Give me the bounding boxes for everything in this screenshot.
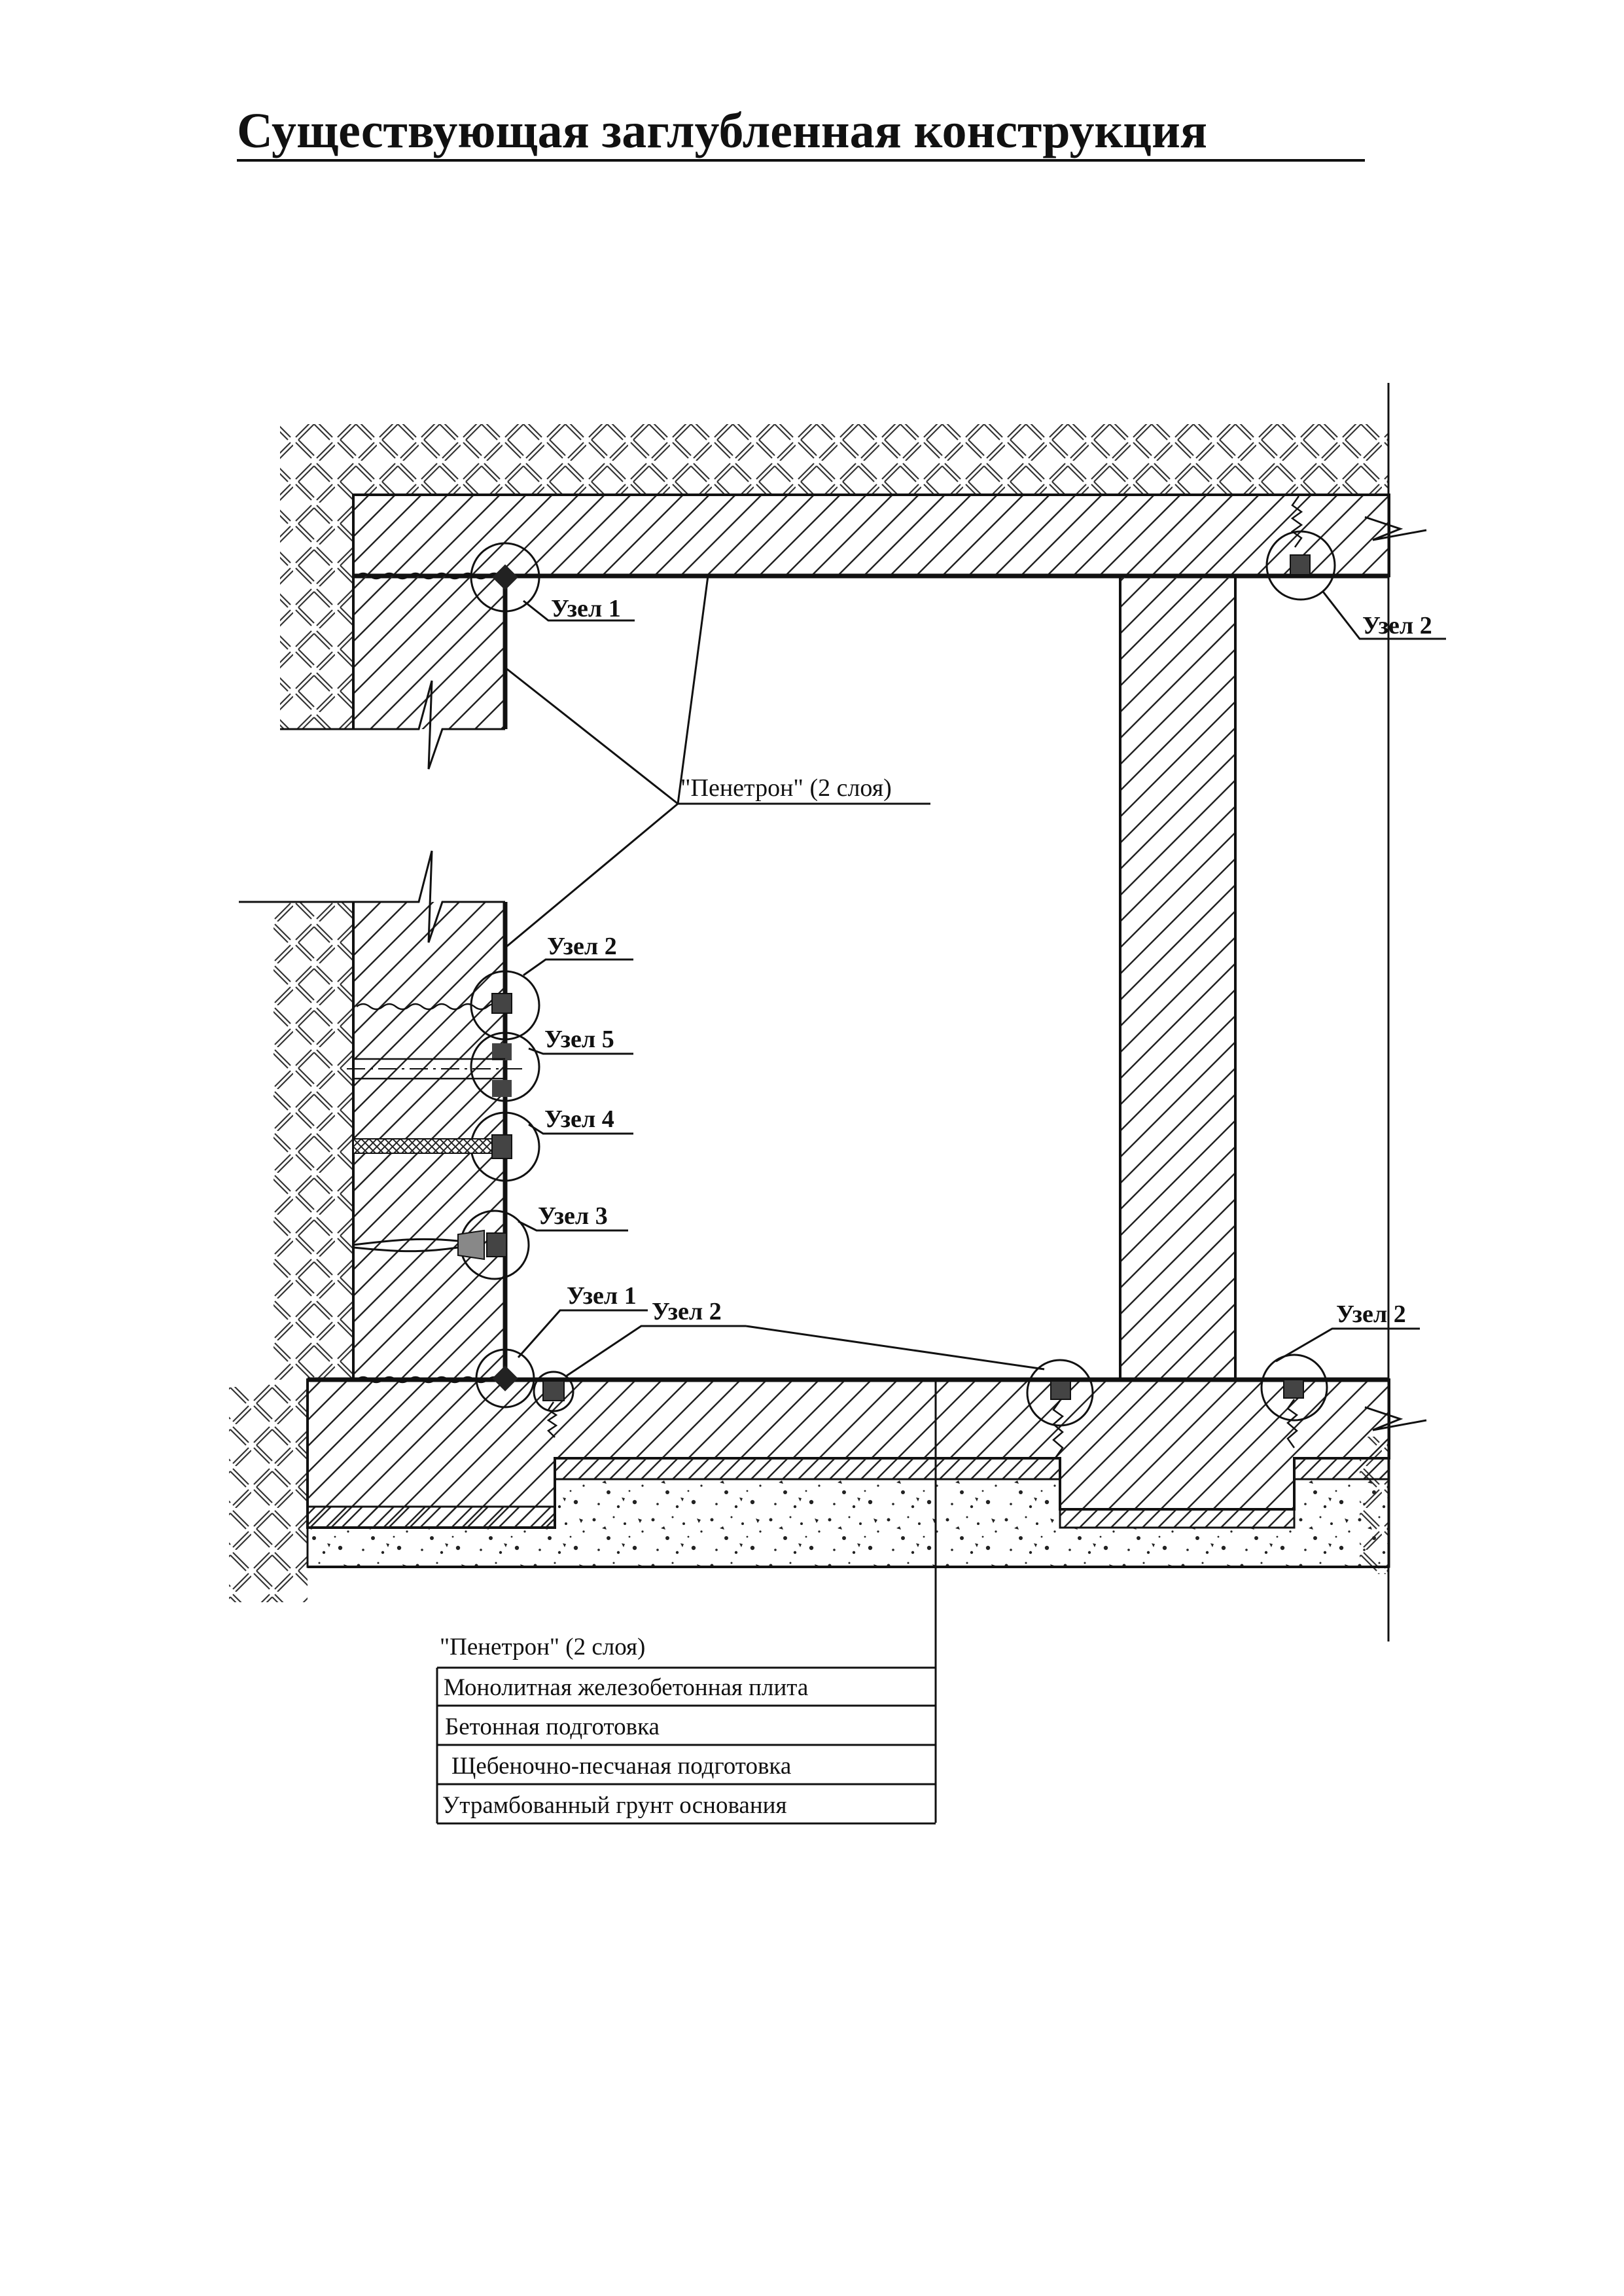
roof-crack-right xyxy=(1290,495,1303,548)
leader-node1-top xyxy=(523,600,635,622)
leader-node2-top xyxy=(1322,591,1446,640)
node1-bottom-marker xyxy=(492,1365,518,1391)
node4-marker xyxy=(491,1134,512,1159)
leader-node1-bottom xyxy=(517,1309,648,1358)
node2-wall-marker xyxy=(491,993,512,1014)
right-column xyxy=(1119,575,1237,1381)
leader-node3 xyxy=(518,1220,628,1232)
cold-joint-wall xyxy=(356,1003,501,1011)
leader-node4 xyxy=(528,1123,633,1135)
coating-leader-wall-lower xyxy=(504,802,679,949)
node2-right-circle xyxy=(1260,1354,1328,1422)
node1-top-marker xyxy=(492,564,518,590)
concrete-prep-middle xyxy=(554,1457,1061,1480)
legend-item-slab: Монолитная железобетонная плита xyxy=(444,1674,808,1701)
node5-marker-b xyxy=(492,1080,512,1097)
callout-node5: Узел 5 xyxy=(544,1026,614,1053)
roof-slab xyxy=(352,493,1390,577)
node1-top-circle xyxy=(470,542,540,613)
callout-node1-top: Узел 1 xyxy=(551,595,621,622)
soil-top xyxy=(280,424,1389,495)
cold-joint-upper xyxy=(356,572,501,580)
coating-note: "Пенетрон" (2 слоя) xyxy=(680,774,892,802)
break-mark-lower xyxy=(239,850,505,943)
soil-bottom-left xyxy=(229,1380,308,1602)
callout-node1-bottom: Узел 1 xyxy=(567,1282,637,1310)
concrete-prep-mid2 xyxy=(1059,1508,1296,1529)
coating-leader-wall-upper xyxy=(504,666,679,805)
coating-leader-roof xyxy=(677,575,709,804)
right-break-top xyxy=(1364,516,1427,541)
node2-floor-b-marker xyxy=(1050,1380,1071,1400)
left-wall-upper xyxy=(353,576,505,729)
soil-left-upper xyxy=(280,495,353,729)
node2-top-circle xyxy=(1265,530,1336,601)
node2-right-crack xyxy=(1286,1399,1299,1448)
node5-circle xyxy=(470,1031,540,1102)
node2-floor-b-crack xyxy=(1052,1400,1065,1458)
node2-right-marker xyxy=(1283,1379,1304,1399)
break-mark-upper xyxy=(280,680,505,770)
soil-left-lower xyxy=(274,902,353,1380)
leader-node2-floor-b xyxy=(745,1325,1045,1371)
node3-marker xyxy=(486,1232,507,1257)
node5-marker-a xyxy=(492,1043,512,1060)
node2-wall-circle xyxy=(470,970,540,1041)
node3-gland xyxy=(457,1229,485,1261)
leader-node2-wall xyxy=(523,958,633,977)
node2-top-marker xyxy=(1290,554,1311,575)
callout-node4: Узел 4 xyxy=(544,1105,614,1133)
callout-node2-top: Узел 2 xyxy=(1362,612,1432,639)
callout-node2-wall: Узел 2 xyxy=(547,933,617,960)
leader-node5 xyxy=(528,1047,633,1055)
node4-cable xyxy=(353,1138,493,1154)
node1-bottom-circle xyxy=(475,1348,535,1408)
callout-node2-right: Узел 2 xyxy=(1336,1300,1406,1328)
legend-item-concrete-prep: Бетонная подготовка xyxy=(445,1713,660,1740)
node3-cable xyxy=(353,1238,459,1253)
concrete-prep-right xyxy=(1293,1457,1390,1480)
callout-node2-floor: Узел 2 xyxy=(652,1298,722,1325)
leader-node2-right xyxy=(1275,1327,1420,1363)
node2-floor-a-circle xyxy=(533,1371,574,1412)
node2-floor-a-crack xyxy=(546,1401,558,1438)
page-title: Существующая заглубленная конструкция xyxy=(237,103,1207,158)
node2-floor-b-circle xyxy=(1026,1359,1094,1427)
legend-item-coating: "Пенетрон" (2 слоя) xyxy=(440,1634,645,1660)
right-break-bottom xyxy=(1364,1406,1427,1431)
concrete-prep-left xyxy=(306,1505,556,1529)
legend-item-gravel-prep: Щебеночно-песчаная подготовка xyxy=(451,1753,791,1780)
callout-node3: Узел 3 xyxy=(538,1202,608,1230)
legend: "Пенетрон" (2 слоя) Монолитная железобет… xyxy=(436,1634,936,1825)
legend-item-soil: Утрамбованный грунт основания xyxy=(442,1792,786,1819)
node2-floor-a-marker xyxy=(542,1380,565,1401)
leader-node2-floor-a xyxy=(566,1325,746,1377)
